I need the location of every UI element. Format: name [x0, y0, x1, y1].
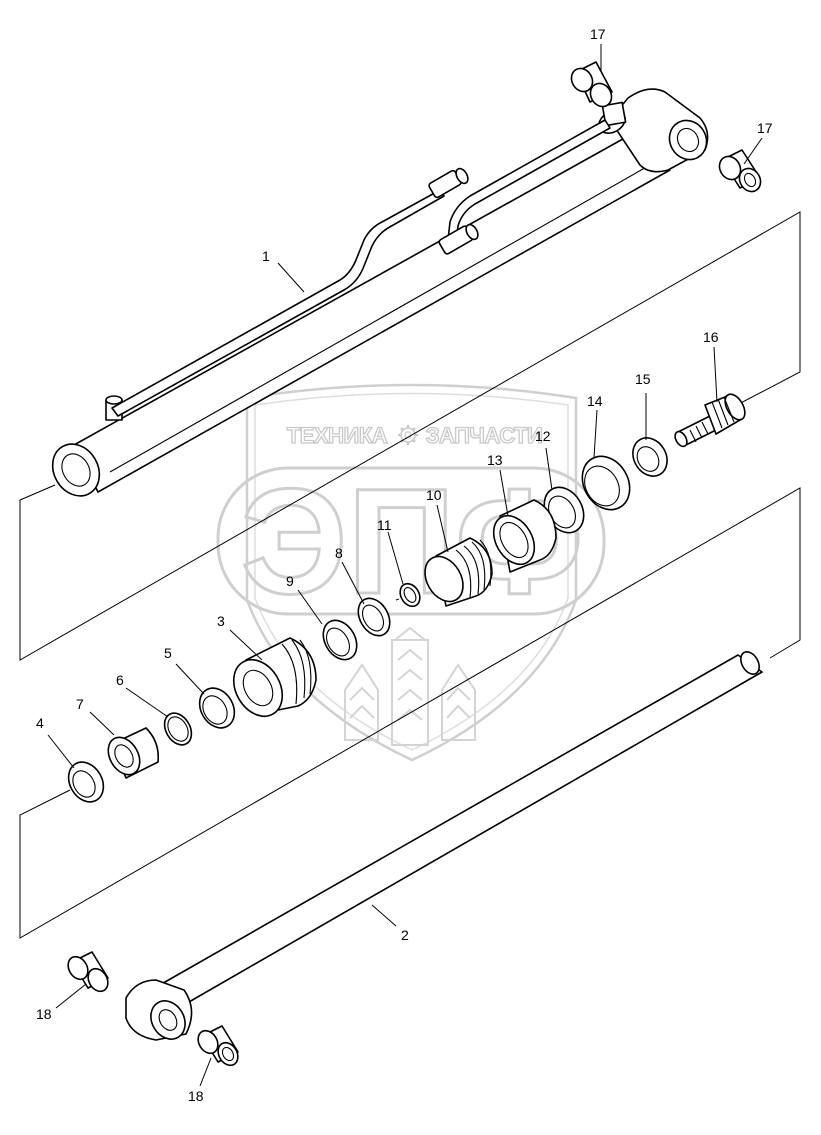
label-15: 15	[635, 371, 651, 387]
exploded-frame-lower	[19, 487, 801, 939]
watermark-right-text: ЗАПЧАСТИ	[426, 423, 543, 448]
bushing-18-upper	[67, 951, 109, 993]
piston-rod	[125, 651, 763, 1041]
label-2: 2	[401, 927, 409, 943]
bolt-16	[674, 393, 746, 448]
ring-15	[632, 437, 668, 477]
bushing-7	[107, 727, 160, 779]
label-18-upper: 18	[36, 1006, 52, 1022]
snap-ring-6	[163, 712, 193, 746]
bushing-17-upper	[570, 61, 613, 108]
hydraulic-pipes	[111, 119, 611, 417]
label-11: 11	[377, 517, 392, 533]
bushing-18-lower	[197, 1025, 239, 1067]
label-1: 1	[262, 248, 270, 264]
label-3: 3	[217, 613, 225, 629]
gland-3	[232, 637, 317, 718]
label-10: 10	[426, 487, 442, 503]
label-7: 7	[76, 696, 84, 712]
label-16: 16	[703, 329, 719, 345]
cylinder-barrel	[51, 88, 709, 497]
part-number-labels: 1 2 3 4 5 6 7 8 9 10 11 12 13 14 15 16 1…	[36, 26, 773, 1104]
leader-lines	[47, 44, 763, 1087]
label-6: 6	[116, 672, 124, 688]
watermark-logo-band	[216, 466, 606, 616]
bushing-17-right	[718, 149, 762, 193]
gear-icon	[398, 425, 418, 445]
label-5: 5	[164, 645, 172, 661]
label-17-upper: 17	[590, 26, 606, 42]
label-13: 13	[487, 452, 503, 468]
label-8: 8	[335, 545, 343, 561]
label-14: 14	[587, 393, 603, 409]
exploded-frame-upper	[19, 211, 801, 661]
ring-14	[581, 455, 631, 511]
piston-10	[424, 537, 493, 607]
label-12: 12	[535, 428, 551, 444]
label-4: 4	[36, 715, 44, 731]
watermark-left-text: ТЕХНИКА	[287, 423, 388, 448]
label-18-lower: 18	[188, 1088, 204, 1104]
o-ring-11	[395, 582, 421, 608]
watermark-wheat-emblem	[344, 626, 476, 746]
wiper-4	[67, 761, 105, 803]
guide-ring-13	[492, 499, 557, 573]
label-9: 9	[286, 573, 294, 589]
ring-5	[198, 687, 236, 729]
ring-8	[357, 597, 391, 637]
ring-9	[322, 619, 358, 661]
label-17-right: 17	[757, 120, 773, 136]
